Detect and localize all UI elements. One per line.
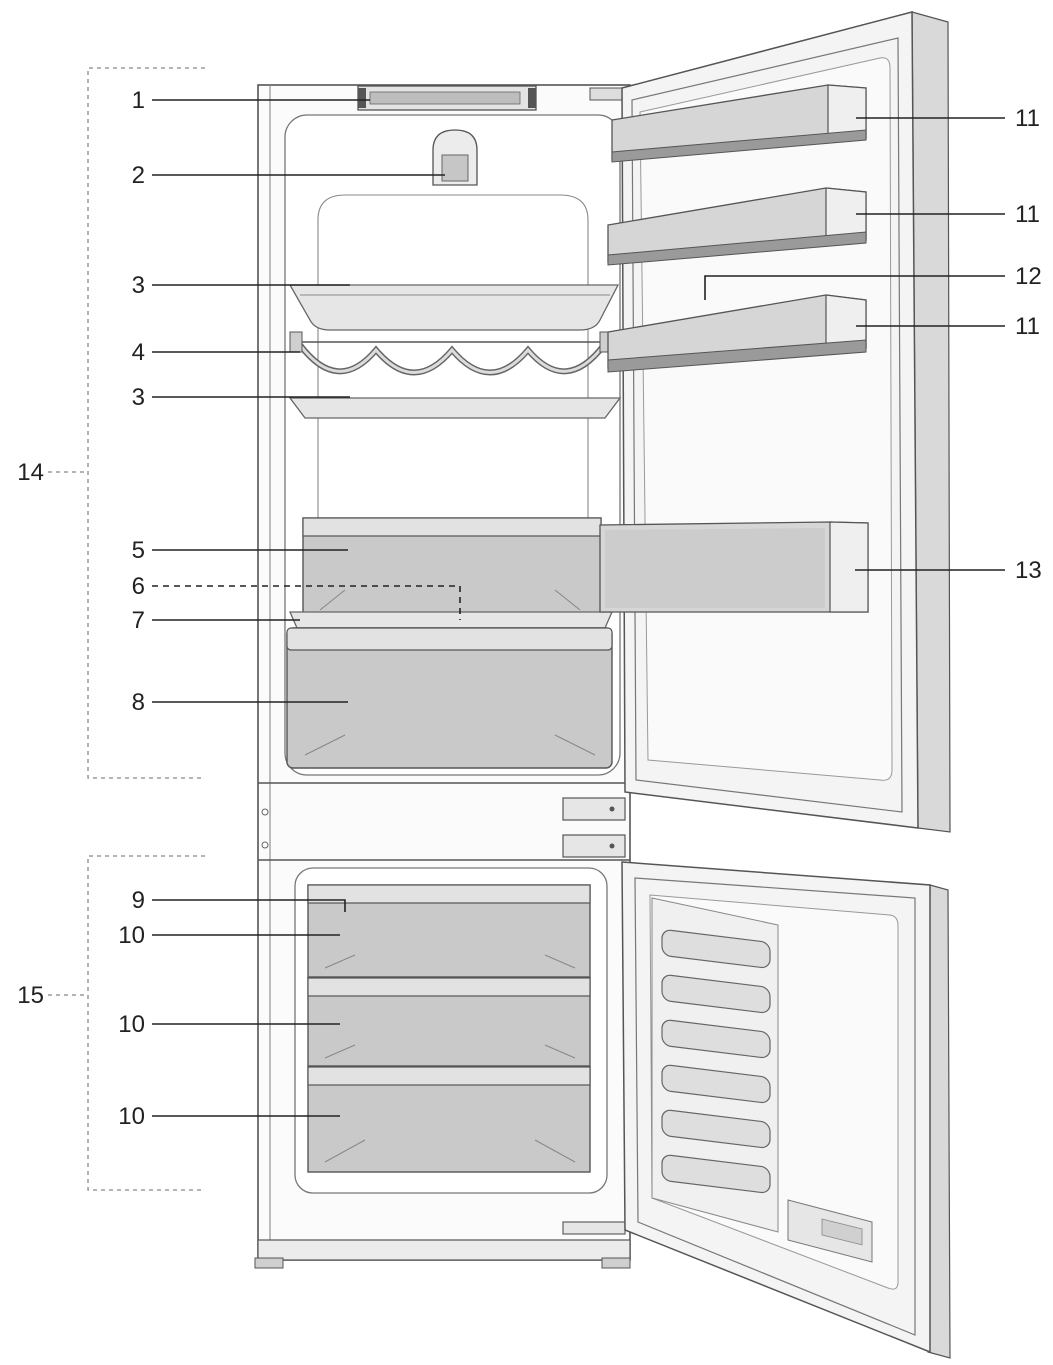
callout-3-upper: 3: [132, 272, 145, 299]
door-bin-middle: [607, 187, 867, 266]
callout-3-lower: 3: [132, 384, 145, 411]
callout-1: 1: [132, 87, 145, 114]
chiller-cover-glass: [289, 611, 613, 629]
callout-10-top: 10: [118, 922, 145, 949]
callout-labels: 1 2 3 4 3 5 6 7 8 9 10 10 10 11 11 12 11…: [17, 87, 1041, 1130]
door-bin-top: [611, 84, 867, 163]
door-bin-lower: [607, 294, 867, 373]
glass-shelf-lower: [288, 397, 622, 419]
callout-6: 6: [132, 573, 145, 600]
freezer-compartment-bracket: [48, 855, 205, 1191]
control-panel: [357, 85, 623, 111]
callout-15: 15: [17, 982, 44, 1009]
wine-rack: [289, 331, 613, 376]
callout-13: 13: [1015, 557, 1042, 584]
freezer-door: [621, 861, 951, 1359]
middle-hinge: [562, 797, 626, 858]
door-bottle-shelf: [599, 521, 869, 613]
freezer-drawer-top: [307, 884, 591, 978]
callout-10-middle: 10: [118, 1011, 145, 1038]
freezer-drawer-middle: [307, 977, 591, 1067]
callout-10-bottom: 10: [118, 1103, 145, 1130]
interior-light: [432, 129, 478, 186]
callout-12: 12: [1015, 263, 1042, 290]
glass-shelf-upper: [288, 284, 620, 331]
callout-7: 7: [132, 607, 145, 634]
chiller-compartment: [302, 517, 602, 621]
freezer-drawer-bottom: [307, 1066, 591, 1173]
callout-11-lower: 11: [1015, 313, 1040, 340]
callout-14: 14: [17, 459, 44, 486]
bottom-hinge: [562, 1221, 626, 1235]
callout-4: 4: [132, 339, 145, 366]
callout-5: 5: [132, 537, 145, 564]
callout-8: 8: [132, 689, 145, 716]
fridge-compartment-bracket: [48, 67, 205, 779]
callout-11-middle: 11: [1015, 201, 1040, 228]
callout-9: 9: [132, 887, 145, 914]
callout-11-top: 11: [1015, 105, 1040, 132]
leader-lines: [152, 99, 1005, 1117]
callout-2: 2: [132, 162, 145, 189]
vegetable-crisper: [286, 627, 613, 769]
